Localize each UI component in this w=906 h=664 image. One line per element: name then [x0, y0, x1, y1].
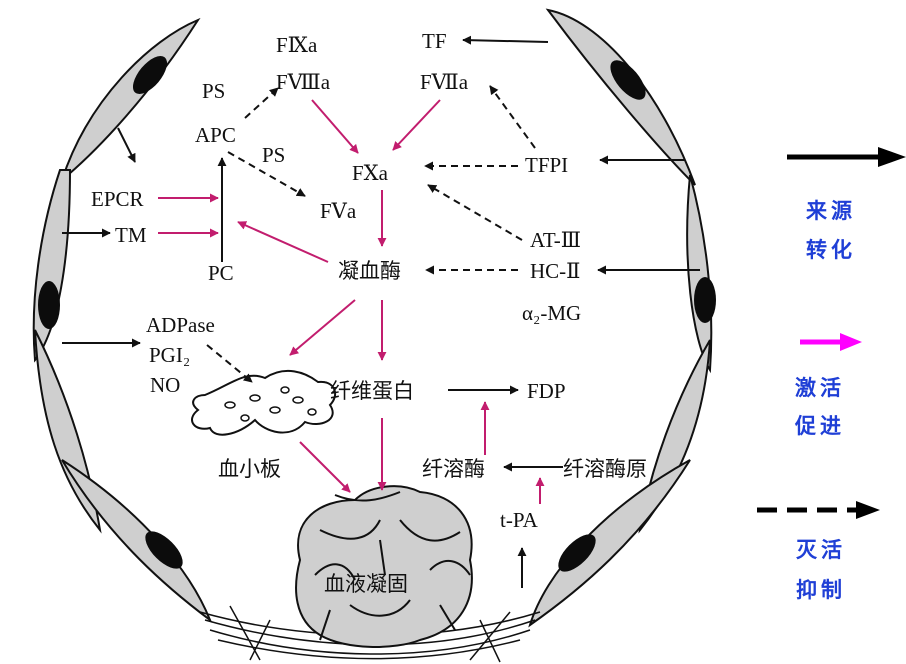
- factor-labels: FⅨa FⅧa PS APC PS FⅩa FⅤa TF FⅦa TFPI EP…: [91, 29, 647, 596]
- legend-inhibit-line2: 抑制: [796, 578, 846, 602]
- label-a2mg: α₂-MG: [522, 301, 581, 325]
- legend-origin-line1: 来源: [806, 199, 856, 223]
- platelet-drawing: [191, 369, 337, 436]
- label-hc2: HC-Ⅱ: [530, 259, 580, 283]
- label-plasminogen: 纤溶酶原: [563, 457, 647, 481]
- black-arrows: [62, 35, 700, 588]
- pink-arrows: [158, 99, 545, 504]
- legend: 来源 转化 激活 促进 灭活 抑制: [757, 147, 906, 602]
- dashed-arrows: [206, 85, 536, 383]
- label-fibrin: 纤维蛋白: [330, 379, 414, 403]
- label-platelet: 血小板: [218, 457, 281, 481]
- label-plasmin: 纤溶酶: [422, 457, 485, 481]
- legend-activate-line2: 促进: [794, 414, 845, 438]
- label-ps-mid: PS: [262, 143, 285, 167]
- label-fva: FⅤa: [320, 199, 357, 223]
- label-thrombin: 凝血酶: [338, 259, 401, 283]
- label-tf: TF: [422, 29, 447, 53]
- label-tfpi: TFPI: [525, 153, 568, 177]
- label-epcr: EPCR: [91, 187, 144, 211]
- legend-inhibit-line1: 灭活: [796, 538, 846, 562]
- label-fxa: FⅩa: [352, 161, 389, 185]
- legend-origin-line2: 转化: [806, 238, 856, 262]
- label-fviiia: FⅧa: [276, 70, 331, 94]
- label-apc: APC: [195, 123, 236, 147]
- label-tpa: t-PA: [500, 508, 539, 532]
- label-fdp: FDP: [527, 379, 566, 403]
- label-adpase: ADPase: [146, 313, 215, 337]
- label-clot: 血液凝固: [324, 572, 408, 596]
- label-ps-top: PS: [202, 79, 225, 103]
- label-pgi2: PGI₂: [149, 343, 190, 367]
- left-vessel-wall: [32, 17, 213, 623]
- label-tm: TM: [115, 223, 147, 247]
- label-fviia: FⅦa: [420, 70, 469, 94]
- blood-clot-drawing: [295, 485, 473, 648]
- right-vessel-wall: [528, 8, 716, 628]
- label-fixa: FⅨa: [276, 33, 318, 57]
- legend-activate-line1: 激活: [795, 376, 845, 400]
- label-pc: PC: [208, 261, 234, 285]
- label-at3: AT-Ⅲ: [530, 228, 581, 252]
- label-no: NO: [150, 373, 180, 397]
